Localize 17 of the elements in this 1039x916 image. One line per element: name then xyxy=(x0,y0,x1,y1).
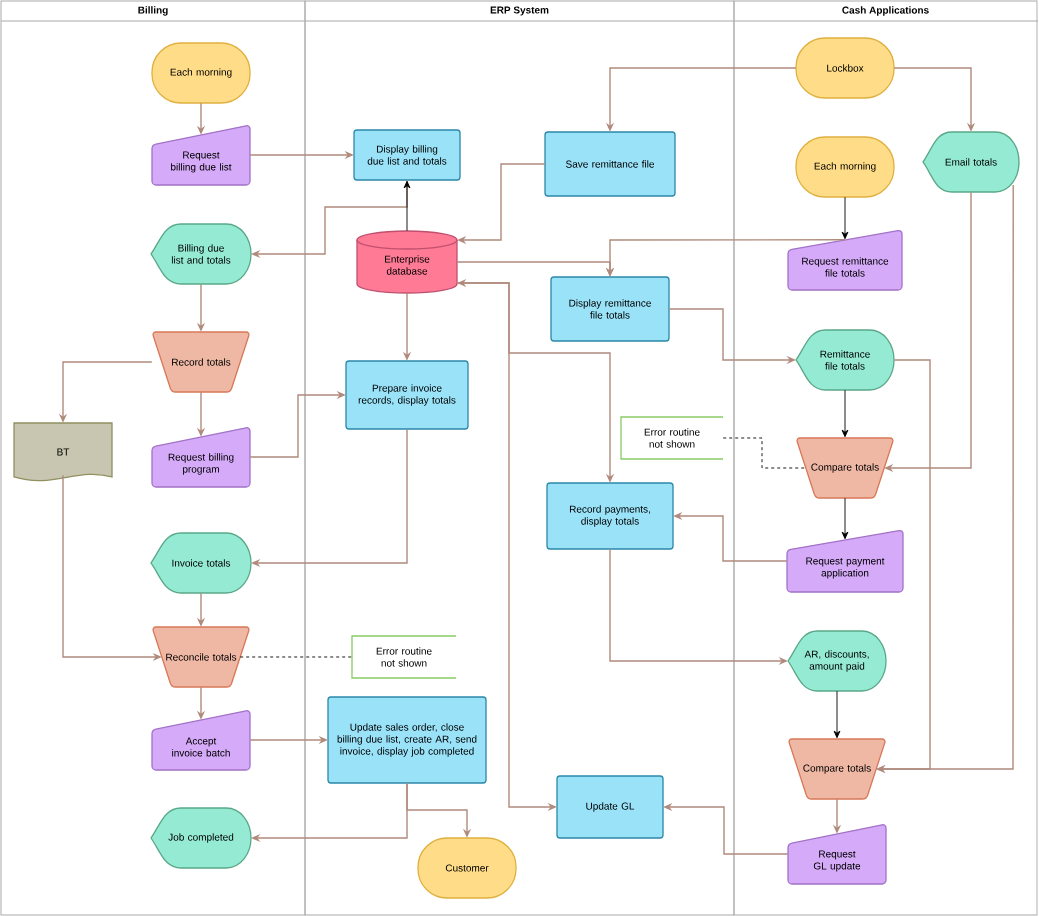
process-box: Display remittance file totals xyxy=(550,276,670,342)
process-box: Record payments, display totals xyxy=(546,482,674,550)
dashed-connector xyxy=(239,656,353,658)
dashed-connector xyxy=(722,437,807,469)
database-cylinder: Enterprise database xyxy=(356,230,458,294)
process-box: Update sales order, close billing due list, create AR, send invoice, display job completed xyxy=(327,696,487,784)
arrow xyxy=(841,196,849,240)
arrow xyxy=(403,180,411,232)
annotation-bracket: Error routine not shown xyxy=(351,635,457,679)
annotation-bracket: Error routine not shown xyxy=(620,416,724,460)
arrow xyxy=(841,497,849,540)
arrow xyxy=(841,389,849,438)
process-box: Update GL xyxy=(556,775,664,839)
process-box: Save remittance file xyxy=(544,131,676,197)
process-box: Display billing due list and totals xyxy=(353,129,461,181)
process-box: Prepare invoice records, display totals xyxy=(345,360,469,430)
arrow xyxy=(833,690,841,739)
